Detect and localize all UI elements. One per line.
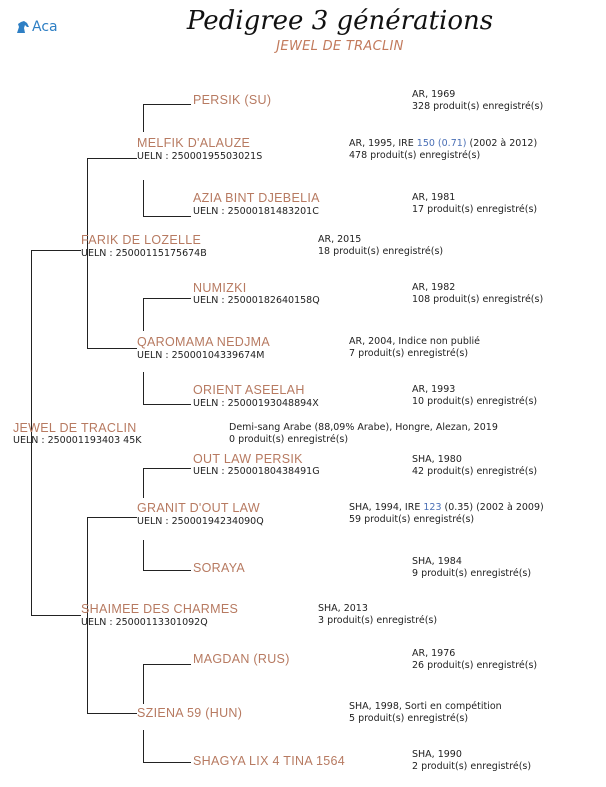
ueln-melfik: UELN : 25000195503021S	[137, 151, 263, 162]
ueln-azia: UELN : 25000181483201C	[193, 206, 319, 217]
ueln-outlaw: UELN : 25000180438491G	[193, 466, 320, 477]
horse-name-subject[interactable]: JEWEL DE TRACLIN	[13, 421, 137, 435]
page-subtitle: JEWEL DE TRACLIN	[276, 39, 404, 54]
horse-name-outlaw[interactable]: OUT LAW PERSIK	[193, 452, 303, 466]
horse-name-magdan[interactable]: MAGDAN (RUS)	[193, 652, 290, 666]
ueln-granit: UELN : 25000194234090Q	[137, 516, 264, 527]
horse-name-shaimee[interactable]: SHAIMEE DES CHARMES	[81, 602, 239, 616]
ire-value: 123	[423, 502, 442, 513]
horse-icon	[17, 21, 29, 33]
logo-text: Aca	[32, 19, 58, 35]
horse-name-azia[interactable]: AZIA BINT DJEBELIA	[193, 191, 320, 205]
ueln-shaimee: UELN : 25000113301092Q	[81, 617, 208, 628]
horse-name-numizki[interactable]: NUMIZKI	[193, 281, 247, 295]
horse-name-farik[interactable]: FARIK DE LOZELLE	[81, 233, 202, 247]
ueln-numizki: UELN : 25000182640158Q	[193, 295, 320, 306]
ueln-subject: UELN : 250001193403 45K	[13, 435, 142, 446]
horse-name-granit[interactable]: GRANIT D'OUT LAW	[137, 501, 260, 515]
horse-name-sziena[interactable]: SZIENA 59 (HUN)	[137, 706, 243, 720]
horse-name-soraya[interactable]: SORAYA	[193, 561, 246, 575]
ire-value: 150 (0.71)	[416, 138, 467, 149]
ueln-farik: UELN : 25000115175674B	[81, 248, 207, 259]
ueln-orient: UELN : 25000193048894X	[193, 398, 319, 409]
horse-name-shagya[interactable]: SHAGYA LIX 4 TINA 1564	[193, 754, 346, 768]
ueln-qaromama: UELN : 25000104339674M	[137, 350, 265, 361]
aca-logo: Aca	[15, 14, 58, 40]
horse-name-qaromama[interactable]: QAROMAMA NEDJMA	[137, 335, 270, 349]
horse-info-melfik: AR, 1995, IRE 150 (0.71) (2002 à 2012) 4…	[349, 138, 538, 161]
horse-name-persik[interactable]: PERSIK (SU)	[193, 93, 272, 107]
page-title: Pedigree 3 générations	[186, 6, 494, 36]
horse-name-melfik[interactable]: MELFIK D'ALAUZE	[137, 136, 251, 150]
horse-info-granit: SHA, 1994, IRE 123 (0.35) (2002 à 2009) …	[349, 502, 544, 525]
horse-info-subject: Demi-sang Arabe (88,09% Arabe), Hongre, …	[229, 422, 498, 445]
horse-name-orient[interactable]: ORIENT ASEELAH	[193, 383, 305, 397]
